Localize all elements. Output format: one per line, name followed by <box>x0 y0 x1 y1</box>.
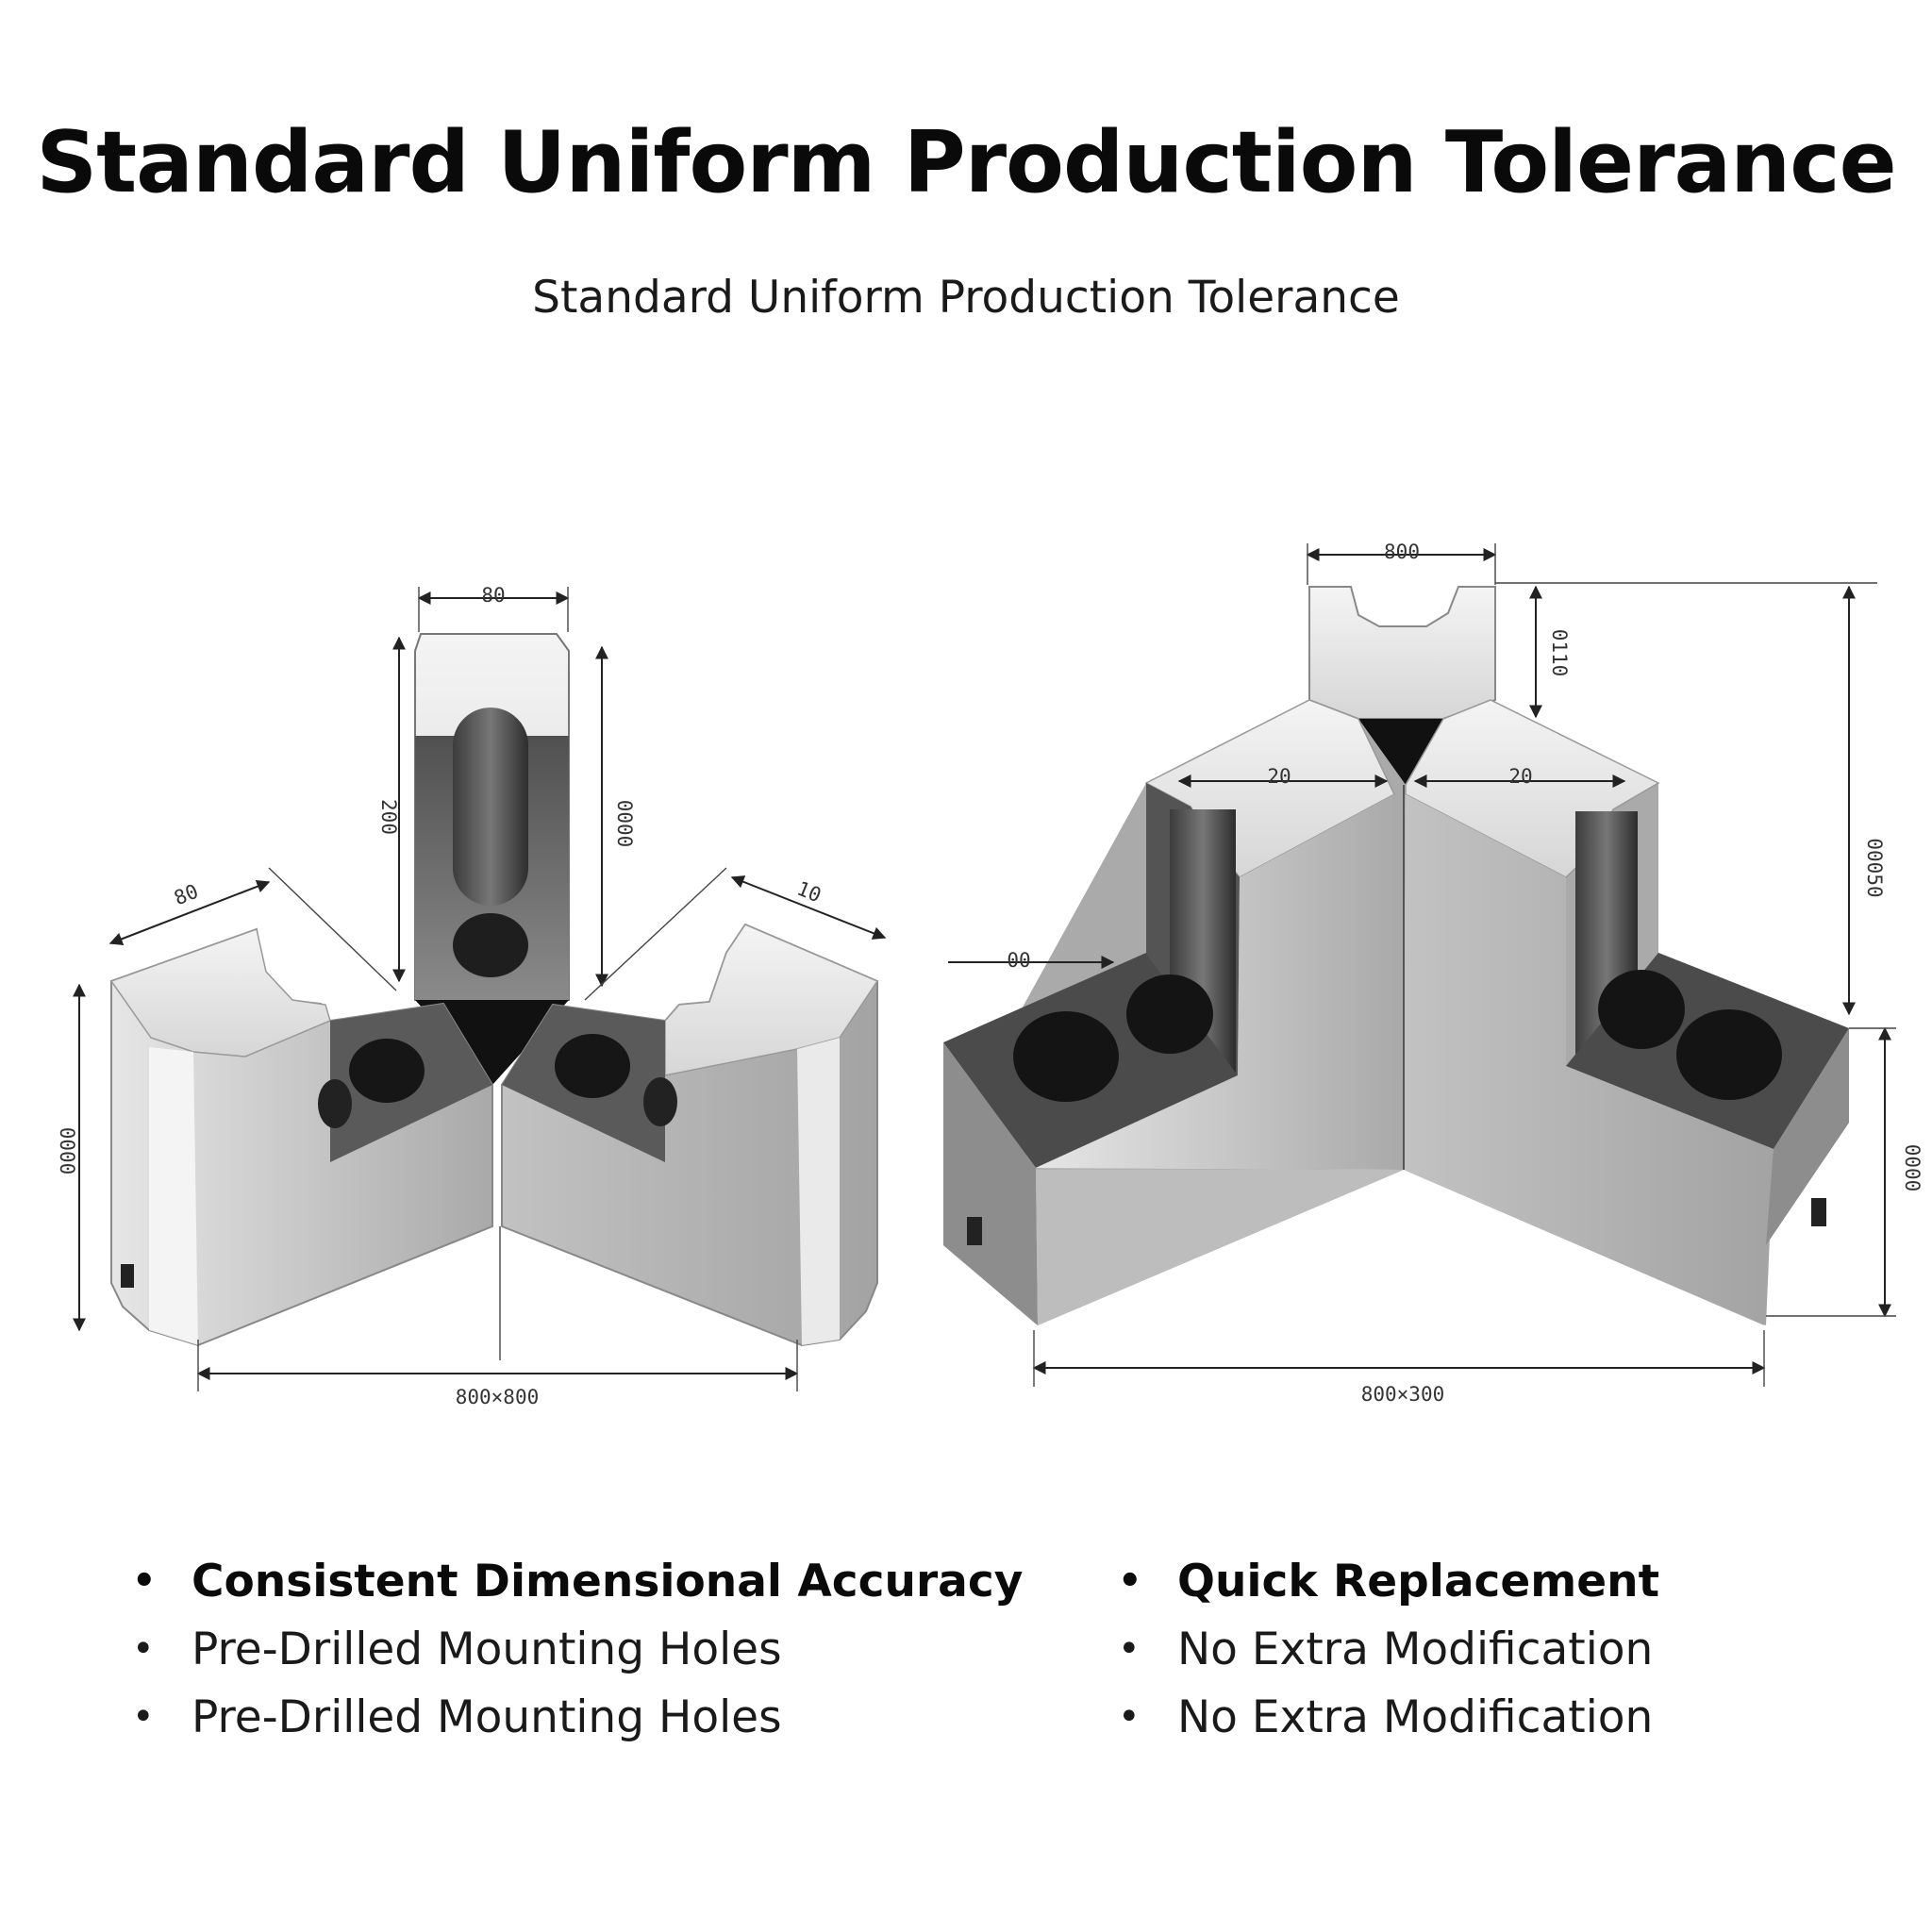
dim-left-top: 80 <box>481 584 505 607</box>
left-center-jaw <box>414 633 570 1085</box>
bullet: • <box>1118 1627 1141 1671</box>
feature-text: Pre-Drilled Mounting Holes <box>192 1690 782 1743</box>
dim-left-center-h1: 200 <box>377 799 400 835</box>
dim-right-top: 800 <box>1384 541 1420 563</box>
feature-item: • Quick Replacement <box>1118 1547 1659 1615</box>
feature-column-left: • Consistent Dimensional Accuracy • Pre-… <box>132 1547 1023 1751</box>
page-subtitle: Standard Uniform Production Tolerance <box>532 272 1400 324</box>
dim-left-bottom: 800×800 <box>456 1386 540 1408</box>
feature-list: • Consistent Dimensional Accuracy • Pre-… <box>0 1547 1932 1774</box>
feature-item: • No Extra Modification <box>1118 1683 1659 1751</box>
dim-right-height: 0000 <box>1901 1144 1924 1192</box>
bullet: • <box>1118 1695 1141 1739</box>
right-left-jaw <box>943 699 1406 1325</box>
left-dimensions: 80 200 0000 80 10 0000 800×800 <box>56 584 887 1408</box>
dim-right-left-face: 20 <box>1267 765 1291 788</box>
left-jaw-assembly <box>109 633 879 1347</box>
right-jaw-assembly <box>943 586 1849 1325</box>
dim-right-step: 00 <box>1007 949 1030 972</box>
feature-text: Quick Replacement <box>1177 1555 1660 1607</box>
feature-text: Consistent Dimensional Accuracy <box>192 1555 1024 1607</box>
bullet: • <box>132 1559 157 1603</box>
dim-left-height: 0000 <box>56 1127 78 1175</box>
dim-right-arm: 10 <box>793 877 824 908</box>
dim-right-total-height: 00050 <box>1863 838 1886 897</box>
dim-left-center-h2: 0000 <box>613 800 636 848</box>
feature-item: • Pre-Drilled Mounting Holes <box>132 1683 1023 1751</box>
bullet: • <box>132 1627 155 1671</box>
right-center-jaw <box>1308 586 1496 785</box>
right-dimensions: 800 0110 20 20 00 00050 0000 800×300 <box>948 541 1924 1406</box>
feature-item: • Consistent Dimensional Accuracy <box>132 1547 1023 1615</box>
bullet: • <box>132 1695 155 1739</box>
page-title: Standard Uniform Production Tolerance <box>36 113 1896 212</box>
feature-text: Pre-Drilled Mounting Holes <box>192 1623 782 1675</box>
feature-text: No Extra Modification <box>1177 1623 1654 1675</box>
dim-right-bottom: 800×300 <box>1361 1383 1445 1406</box>
bullet: • <box>1118 1559 1142 1603</box>
feature-column-right: • Quick Replacement • No Extra Modificat… <box>1118 1547 1659 1751</box>
dim-left-arm: 80 <box>171 880 201 910</box>
right-side-jaw <box>501 923 879 1347</box>
dim-right-right-face: 20 <box>1508 765 1532 788</box>
left-side-jaw <box>109 927 862 1347</box>
right-right-jaw <box>1403 699 1849 1325</box>
dim-right-slot: 0110 <box>1548 629 1571 677</box>
feature-text: No Extra Modification <box>1177 1690 1654 1743</box>
feature-item: • Pre-Drilled Mounting Holes <box>132 1615 1023 1683</box>
feature-item: • No Extra Modification <box>1118 1615 1659 1683</box>
